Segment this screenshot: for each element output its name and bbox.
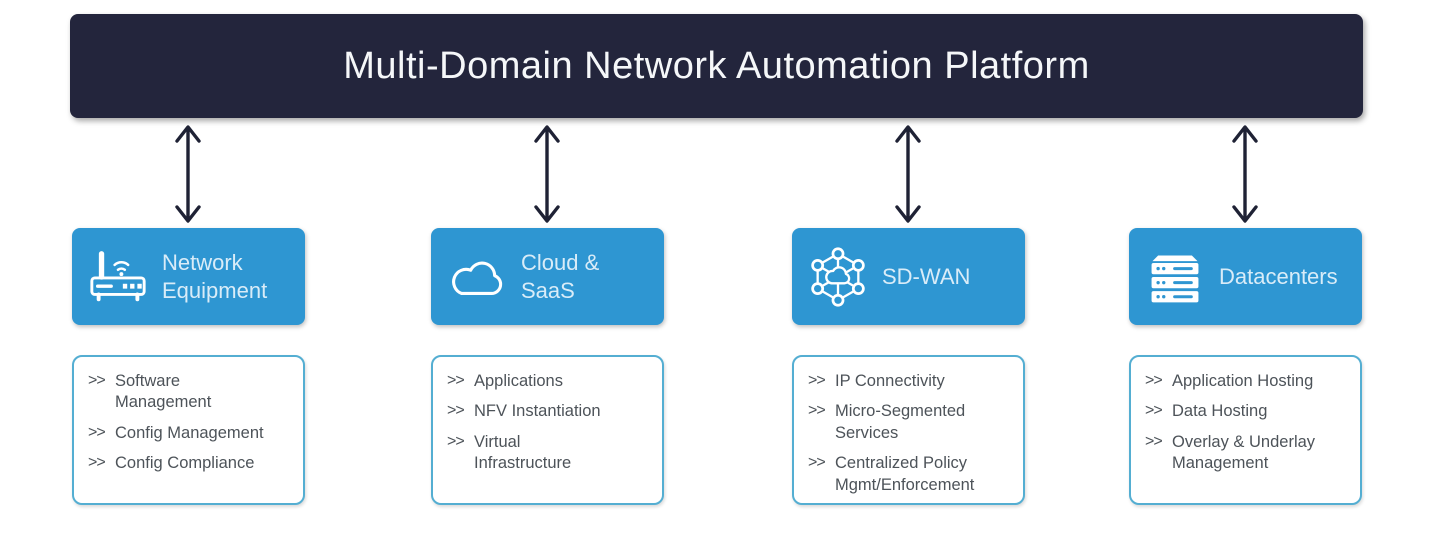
servers-icon xyxy=(1143,245,1207,309)
list-item-bullet: >> xyxy=(808,454,826,472)
domain-column-cloud-saas: Cloud & SaaS >> Applications >> NFV Inst… xyxy=(431,228,664,505)
domain-label: Datacenters xyxy=(1219,263,1338,289)
list-item: >> Overlay & Underlay Management xyxy=(1145,432,1350,475)
router-icon xyxy=(86,245,150,309)
domain-column-datacenters: Datacenters >> Application Hosting >> Da… xyxy=(1129,228,1362,505)
domain-box-sd-wan: SD-WAN xyxy=(792,228,1025,325)
domain-box-datacenters: Datacenters xyxy=(1129,228,1362,325)
list-item: >> Micro-Segmented Services xyxy=(808,401,1013,444)
list-item-text: Config Compliance xyxy=(115,454,255,473)
list-item-bullet: >> xyxy=(88,423,106,441)
bidirectional-arrow xyxy=(895,125,921,223)
feature-list-cloud-saas: >> Applications >> NFV Instantiation >> … xyxy=(431,355,664,505)
list-item: >> Application Hosting xyxy=(1145,371,1350,392)
feature-list-network-equipment: >> Software Management >> Config Managem… xyxy=(72,355,305,505)
list-item-bullet: >> xyxy=(447,402,465,420)
bidirectional-arrow xyxy=(1232,125,1258,223)
list-item-text: Data Hosting xyxy=(1172,402,1268,421)
list-item-text: NFV Instantiation xyxy=(474,402,601,421)
domain-label: Network Equipment xyxy=(162,250,268,303)
domain-column-network-equipment: Network Equipment >> Software Management… xyxy=(72,228,305,505)
list-item-bullet: >> xyxy=(1145,432,1163,450)
list-item-text: Micro-Segmented Services xyxy=(835,402,966,442)
list-item-text: Software Management xyxy=(115,372,212,412)
list-item-bullet: >> xyxy=(447,432,465,450)
list-item-bullet: >> xyxy=(1145,402,1163,420)
list-item: >> Virtual Infrastructure xyxy=(447,432,652,475)
domain-label: Cloud & SaaS xyxy=(521,250,600,303)
list-item-text: Centralized Policy Mgmt/Enforcement xyxy=(835,454,975,494)
domain-column-sd-wan: SD-WAN >> IP Connectivity >> Micro-Segme… xyxy=(792,228,1025,505)
list-item: >> Centralized Policy Mgmt/Enforcement xyxy=(808,453,1013,496)
cloud-icon xyxy=(445,245,509,309)
list-item-bullet: >> xyxy=(808,402,826,420)
domain-label: SD-WAN xyxy=(882,263,971,289)
platform-title: Multi-Domain Network Automation Platform xyxy=(343,44,1090,87)
list-item: >> Software Management xyxy=(88,371,293,414)
list-item: >> NFV Instantiation xyxy=(447,401,652,422)
feature-list-sd-wan: >> IP Connectivity >> Micro-Segmented Se… xyxy=(792,355,1025,505)
domain-box-cloud-saas: Cloud & SaaS xyxy=(431,228,664,325)
list-item: >> Config Management xyxy=(88,423,293,444)
bidirectional-arrow xyxy=(175,125,201,223)
list-item-text: Application Hosting xyxy=(1172,372,1314,390)
mesh-icon xyxy=(806,245,870,309)
list-item-bullet: >> xyxy=(1145,372,1163,389)
list-item-text: Overlay & Underlay Management xyxy=(1172,432,1316,473)
platform-header: Multi-Domain Network Automation Platform xyxy=(70,14,1363,118)
list-item-bullet: >> xyxy=(808,372,826,389)
list-item-text: Config Management xyxy=(115,423,264,442)
bidirectional-arrow xyxy=(534,125,560,223)
list-item-text: Applications xyxy=(474,372,563,390)
feature-list-datacenters: >> Application Hosting >> Data Hosting >… xyxy=(1129,355,1362,505)
list-item: >> Config Compliance xyxy=(88,453,293,474)
list-item: >> IP Connectivity xyxy=(808,371,1013,392)
list-item-text: Virtual Infrastructure xyxy=(474,432,572,473)
domain-box-network-equipment: Network Equipment xyxy=(72,228,305,325)
list-item: >> Data Hosting xyxy=(1145,401,1350,422)
list-item-text: IP Connectivity xyxy=(835,372,945,390)
list-item: >> Applications xyxy=(447,371,652,392)
list-item-bullet: >> xyxy=(88,454,106,472)
list-item-bullet: >> xyxy=(447,372,465,389)
list-item-bullet: >> xyxy=(88,372,106,389)
